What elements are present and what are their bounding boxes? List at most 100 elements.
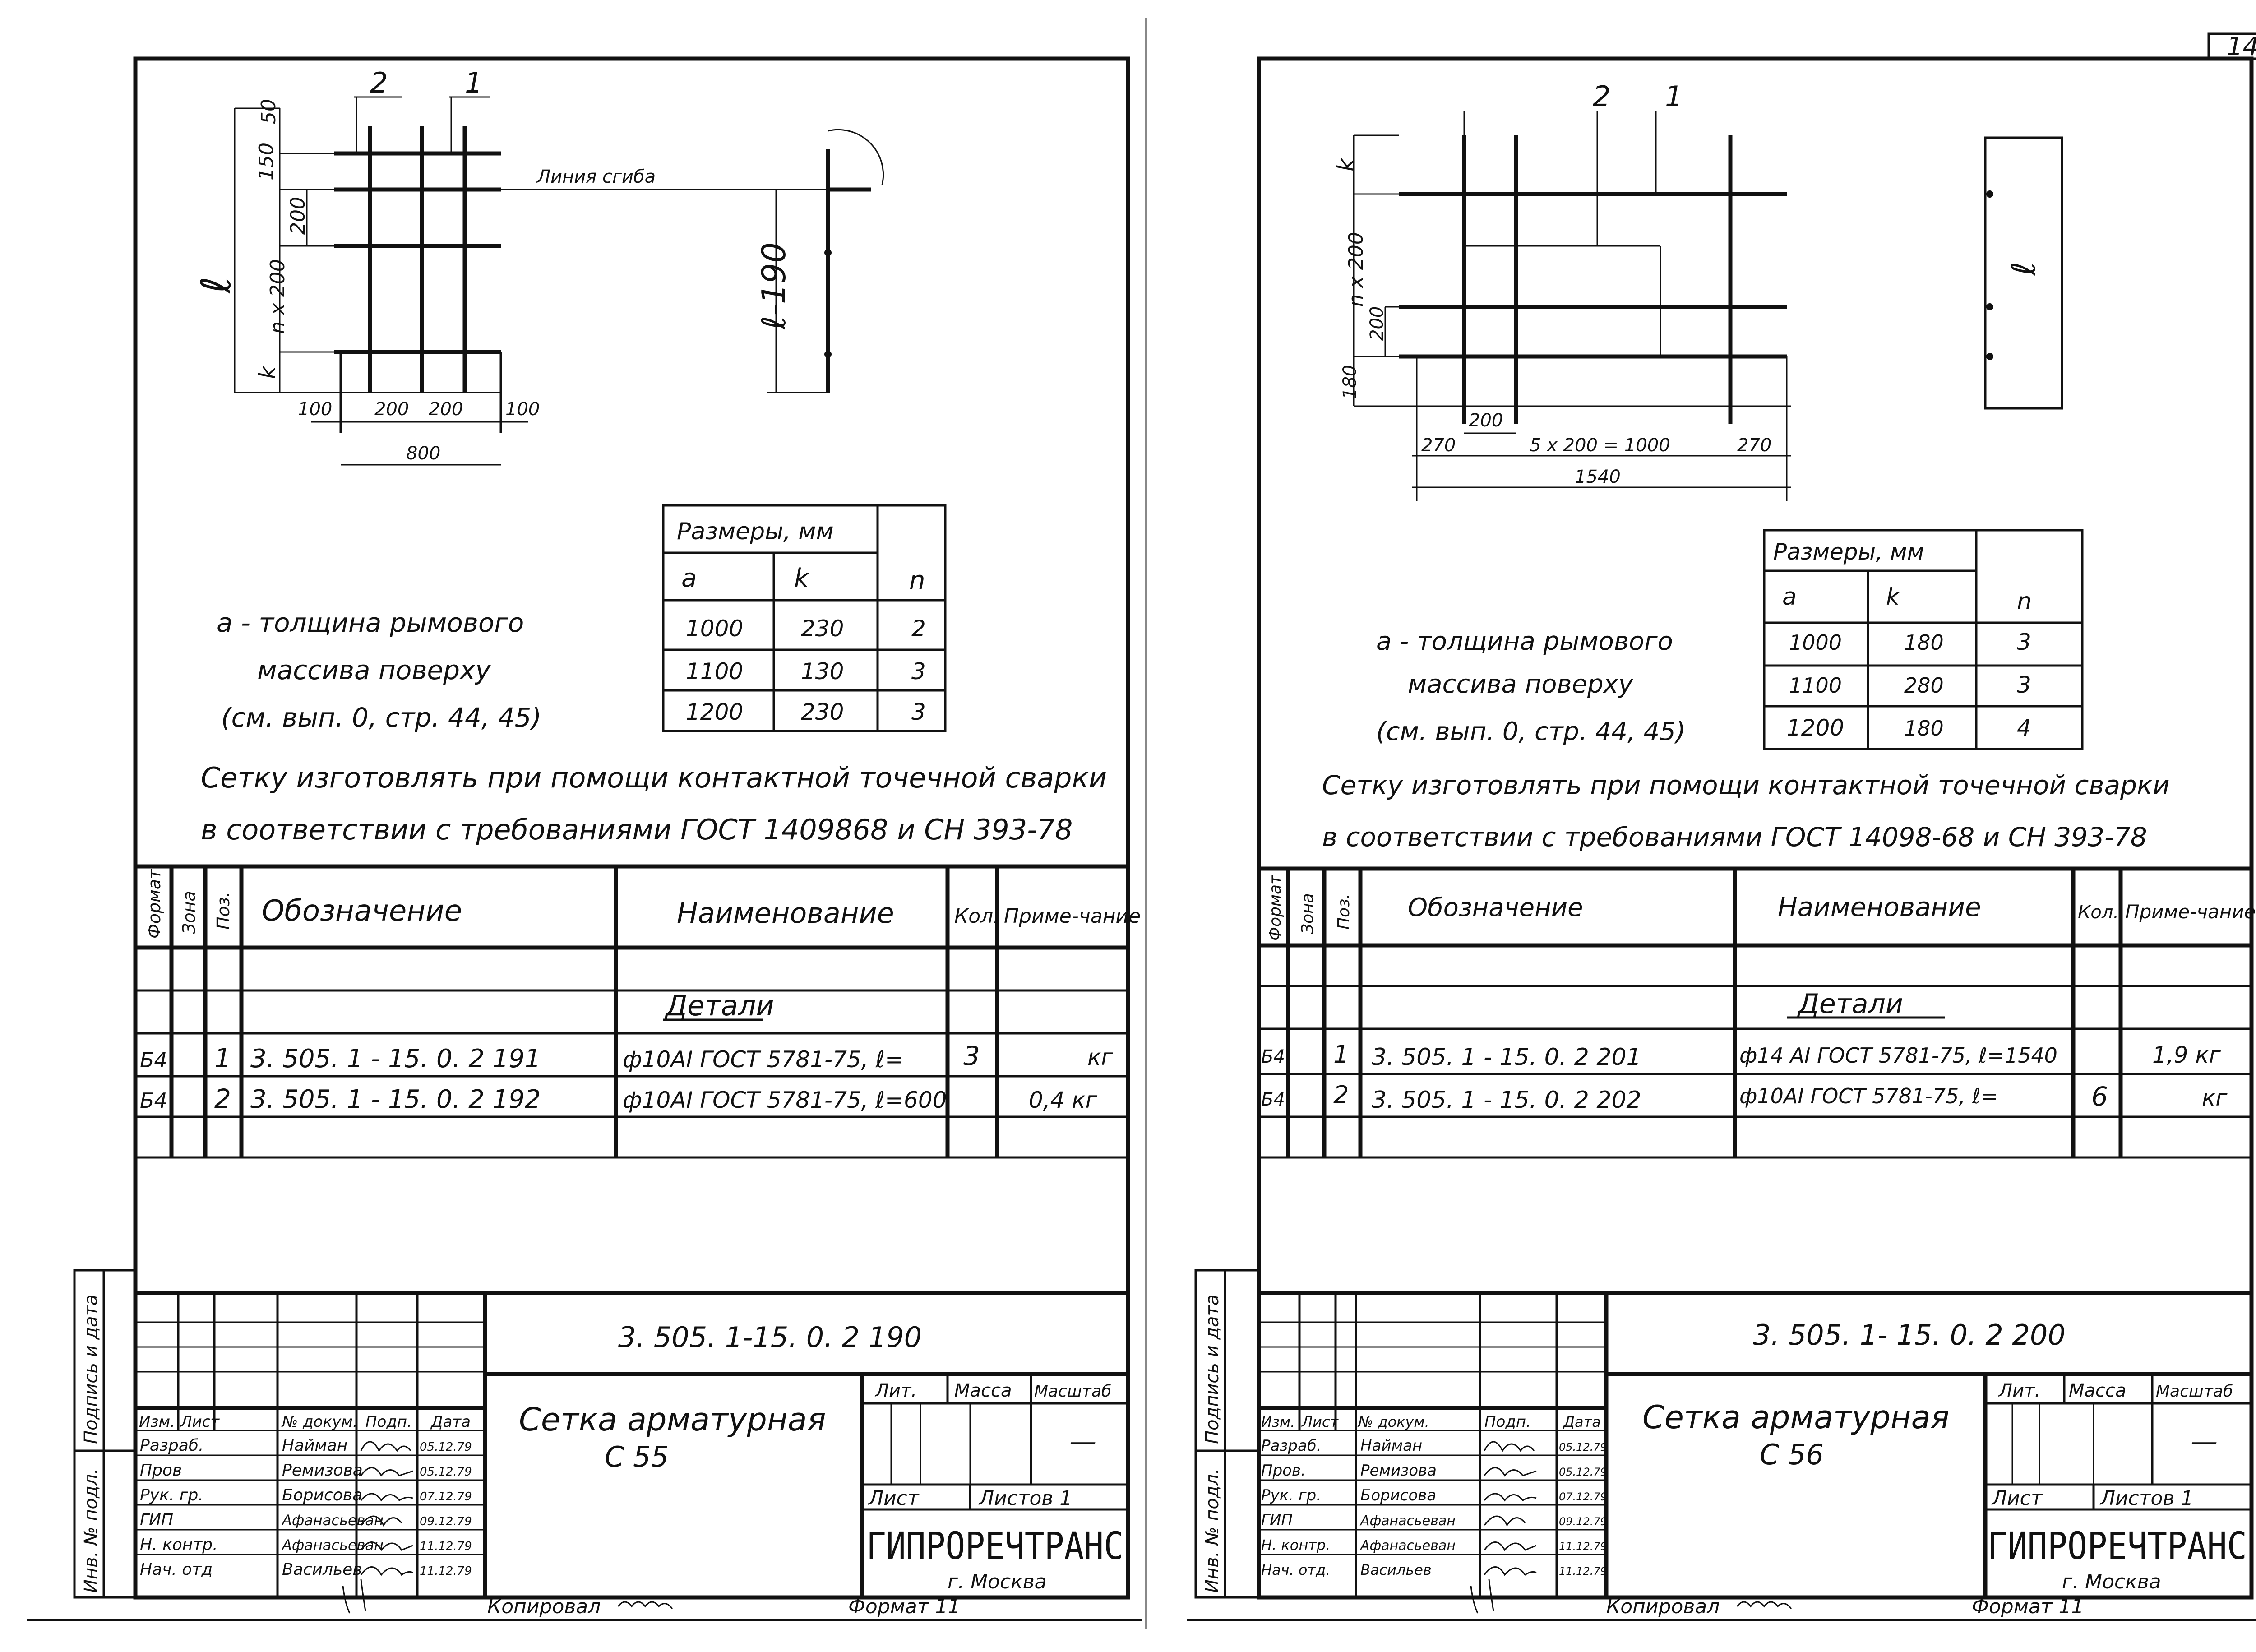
copied-by: Копировал — [487, 1595, 601, 1618]
dim-200: 200 — [1469, 410, 1503, 431]
bend-line-label: Линия сгиба — [536, 167, 656, 187]
stamp-mass-label: Масса — [954, 1380, 1012, 1401]
stamp-mark: С 56 — [1760, 1438, 1824, 1471]
stamp-date: 07.12.79 — [1559, 1490, 1607, 1503]
size-cell: 1100 — [1789, 673, 1842, 698]
size-col-n: n — [2017, 588, 2032, 615]
page-number: 14 — [2227, 32, 2256, 61]
mesh-drawing-right — [1353, 111, 2063, 501]
stamp-date: 05.12.79 — [1559, 1466, 1607, 1478]
size-col-n: n — [909, 566, 925, 595]
size-cell: 4 — [2017, 715, 2031, 741]
spec-row-format: Б4 — [1261, 1046, 1285, 1067]
weld-note-line2: в соответствии с требованиями ГОСТ 14098… — [201, 813, 1073, 846]
size-cell: 2 — [911, 615, 926, 642]
stamp-col-head: № докум. — [281, 1413, 358, 1431]
dim-l-minus-190: ℓ-190 — [755, 242, 793, 330]
size-cell: 3 — [2017, 672, 2031, 698]
stamp-sheet-label: Лист — [1991, 1487, 2043, 1510]
stamp-col-head: Дата — [1563, 1413, 1601, 1430]
size-cell: 280 — [1904, 673, 1944, 698]
signatures-left — [342, 1441, 413, 1614]
stamp-role: Рук. гр. — [1261, 1486, 1321, 1504]
stamp-role: Н. контр. — [1261, 1536, 1330, 1554]
stamp-role: ГИП — [1261, 1511, 1293, 1529]
stamp-lit-label: Лит. — [1998, 1380, 2040, 1401]
dim-1540: 1540 — [1575, 467, 1621, 487]
format-label: Формат 11 — [848, 1595, 961, 1618]
dim-l: ℓ — [193, 277, 240, 294]
stamp-role: Пров. — [1261, 1462, 1306, 1480]
size-col-k: k — [794, 564, 810, 593]
stamp-col-head: Лист — [180, 1413, 220, 1431]
stamp-sheets-count: Листов 1 — [978, 1487, 1072, 1510]
spec-head-name: Наименование — [1778, 892, 1981, 922]
stamp-col-head: Подп. — [1484, 1413, 1531, 1431]
spec-row-note: 0,4 кг — [1029, 1087, 1098, 1113]
stamp-scale-label: Масштаб — [2156, 1382, 2233, 1401]
spec-head-pos: Поз. — [1335, 893, 1353, 930]
stamp-role: Н. контр. — [140, 1536, 218, 1554]
signatures-right — [1470, 1441, 1537, 1614]
stamp-date: 05.12.79 — [1559, 1441, 1607, 1453]
stamp-col-head: Лист — [1301, 1413, 1339, 1430]
side-inventory-number: Инв. № подл. — [81, 1468, 102, 1593]
dim-50: 50 — [257, 99, 280, 124]
copied-signature — [617, 1601, 673, 1609]
weld-note-line1: Сетку изготовлять при помощи контактной … — [1322, 770, 2170, 801]
stamp-col-head: № докум. — [1357, 1413, 1429, 1430]
spec-row-format: Б4 — [1261, 1089, 1285, 1110]
note-a-line2: массива поверху — [257, 655, 491, 685]
stamp-person: Васильев — [282, 1560, 362, 1579]
dim-l: ℓ — [2005, 262, 2043, 276]
stamp-person: Найман — [1360, 1437, 1422, 1455]
spec-row-qty: 3 — [963, 1041, 980, 1071]
dim-800: 800 — [406, 443, 440, 464]
spec-head-designation: Обозначение — [262, 894, 462, 928]
spec-row-name: ф14 AI ГОСТ 5781-75, ℓ=1540 — [1739, 1043, 2057, 1068]
dim-200-vertical: 200 — [1367, 306, 1387, 341]
spec-row-note: 1,9 кг — [2152, 1042, 2221, 1068]
dim-180: 180 — [1340, 365, 1360, 399]
spec-row-name: ф10AI ГОСТ 5781-75, ℓ= — [623, 1046, 904, 1073]
dim-270-left: 270 — [1421, 435, 1456, 456]
stamp-date: 11.12.79 — [420, 1540, 472, 1553]
stamp-person: Афанасьеван — [1359, 1513, 1456, 1529]
dim-200-vertical: 200 — [287, 197, 310, 235]
spec-head-zone: Зона — [1299, 893, 1317, 934]
size-cell: 230 — [801, 699, 844, 725]
size-cell: 230 — [801, 615, 844, 642]
stamp-role: Нач. отд. — [1261, 1561, 1330, 1578]
size-cell: 130 — [801, 658, 844, 685]
spec-row-pos: 1 — [1333, 1040, 1349, 1069]
stamp-lit-label: Лит. — [874, 1380, 917, 1401]
spec-row-name: ф10AI ГОСТ 5781-75, ℓ= — [1739, 1084, 1998, 1108]
stamp-role: Пров — [140, 1461, 182, 1480]
dim-100-right: 100 — [505, 399, 540, 420]
note-a-line3: (см. вып. 0, стр. 44, 45) — [221, 702, 541, 733]
stamp-role: ГИП — [140, 1511, 173, 1529]
dim-n-x-200: n x 200 — [266, 259, 289, 334]
stamp-date: 05.12.79 — [420, 1465, 472, 1479]
spec-head-pos: Поз. — [213, 892, 233, 930]
bar-1-label: 1 — [465, 66, 482, 99]
spec-row-format: Б4 — [140, 1048, 167, 1072]
stamp-col-head: Изм. — [139, 1413, 175, 1431]
format-label: Формат 11 — [1972, 1595, 2084, 1618]
stamp-role: Нач. отд — [140, 1560, 213, 1579]
stamp-city: г. Москва — [2062, 1570, 2161, 1593]
stamp-mass-label: Масса — [2069, 1380, 2127, 1401]
spec-section-label: Детали — [664, 989, 774, 1022]
bar-2-label: 2 — [1593, 80, 1610, 113]
stamp-city: г. Москва — [948, 1570, 1047, 1593]
mesh-drawing-left — [234, 96, 884, 466]
spec-section-label: Детали — [1797, 988, 1903, 1020]
stamp-person: Афанасьеван — [1359, 1538, 1456, 1554]
title-block-left — [135, 1291, 1128, 1597]
spec-row-pos: 2 — [1333, 1081, 1349, 1109]
stamp-scale-label: Масштаб — [1034, 1382, 1111, 1401]
spec-head-designation: Обозначение — [1408, 893, 1583, 922]
stamp-scale-value: — — [1069, 1426, 1096, 1458]
side-margin-right — [1194, 1269, 1260, 1599]
copied-signature — [1736, 1601, 1792, 1609]
